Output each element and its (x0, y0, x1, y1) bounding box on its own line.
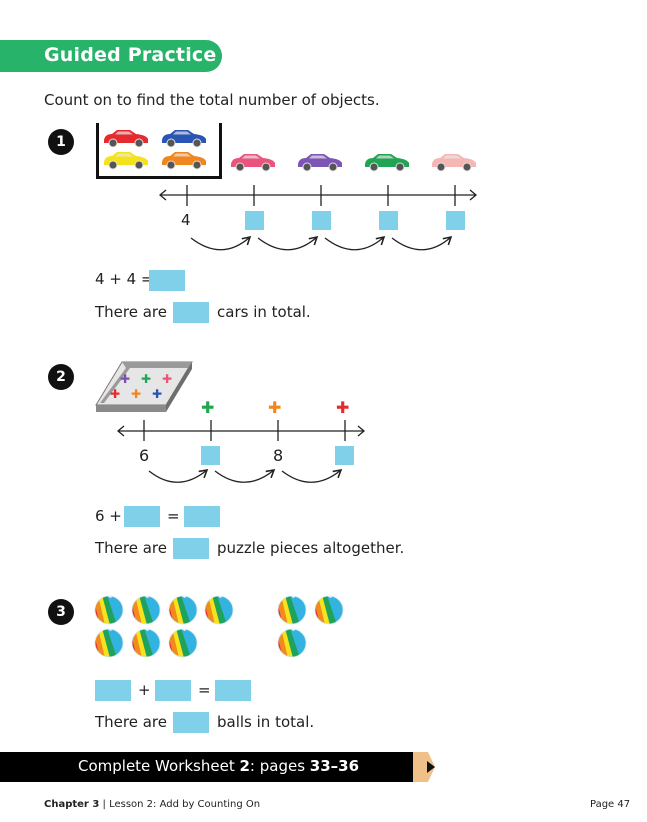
q2-total-answer-box[interactable] (173, 538, 209, 559)
number-line-1 (158, 185, 478, 251)
jump-arrow (391, 235, 453, 251)
beach-ball-icon (94, 595, 124, 625)
beach-ball-icon (131, 628, 161, 658)
q2-addend-answer-box[interactable] (124, 506, 160, 527)
puzzle-tray-icon: ✚ ✚ ✚ ✚ ✚ ✚ (95, 361, 193, 412)
svg-text:✚: ✚ (131, 387, 141, 401)
banner-title: Guided Practice (44, 44, 217, 66)
car-icon-light-pink (431, 153, 477, 172)
puzzle-piece-icon-green: ✚ (201, 398, 214, 417)
q2-equals-sign: = (167, 507, 180, 525)
number-line-1-start-label: 4 (181, 211, 191, 229)
q1-total-answer-box[interactable] (173, 302, 209, 323)
jump-arrow (148, 468, 209, 483)
jump-arrow (214, 468, 276, 483)
jump-arrow (281, 468, 343, 483)
number-line-2-answer-box[interactable] (335, 446, 354, 465)
q3-sum-answer-box[interactable] (215, 680, 251, 701)
footer-chapter: Chapter 3 (44, 799, 100, 810)
q3-equals-sign: = (198, 681, 211, 699)
number-line-1-answer-box[interactable] (312, 211, 331, 230)
instruction-text: Count on to find the total number of obj… (44, 91, 380, 109)
q1-sentence-after: cars in total. (217, 303, 311, 321)
pencil-lead-icon (427, 761, 435, 773)
car-icon-blue (161, 129, 207, 148)
puzzle-piece-icon-orange: ✚ (268, 398, 281, 417)
footer-page-number: Page 47 (590, 799, 631, 810)
number-line-1-answer-box[interactable] (245, 211, 264, 230)
beach-ball-icon (314, 595, 344, 625)
beach-ball-icon (168, 595, 198, 625)
number-line-1-answer-box[interactable] (446, 211, 465, 230)
question-number-2: 2 (48, 364, 74, 390)
car-icon-yellow (103, 151, 149, 170)
ball-group-a (94, 595, 234, 658)
q1-equation-text: 4 + 4 = (95, 270, 154, 288)
footer-lesson: Lesson 2: Add by Counting On (109, 799, 261, 810)
beach-ball-icon (168, 628, 198, 658)
jump-arrow (257, 235, 319, 251)
beach-ball-icon (94, 628, 124, 658)
q3-sentence-after: balls in total. (217, 713, 315, 731)
worksheet-prefix: Complete Worksheet (78, 757, 240, 775)
car-icon-orange (161, 151, 207, 170)
number-line-2-label-6: 6 (139, 446, 150, 465)
q1-sum-answer-box[interactable] (149, 270, 185, 291)
q3-plus-sign: + (138, 681, 151, 699)
q3-addend-b-answer-box[interactable] (155, 680, 191, 701)
beach-ball-icon (204, 595, 234, 625)
car-icon-green (364, 153, 410, 172)
parking-box (96, 123, 222, 179)
car-icon-purple (297, 153, 343, 172)
question-number-3: 3 (48, 599, 74, 625)
pencil-tip-icon (413, 752, 435, 782)
jump-arrow (190, 235, 252, 251)
puzzle-piece-icon-red: ✚ (336, 398, 349, 417)
jump-arrow (324, 235, 386, 251)
number-line-1-answer-box[interactable] (379, 211, 398, 230)
ball-group-b (277, 595, 344, 658)
worksheet-number: 2 (239, 757, 250, 775)
number-line-2 (116, 420, 366, 483)
footer-separator: | (102, 799, 106, 810)
footer-chapter-lesson: Chapter 3 | Lesson 2: Add by Counting On (44, 799, 260, 810)
q2-equation-left: 6 + (95, 507, 122, 525)
q2-sum-answer-box[interactable] (184, 506, 220, 527)
car-icon-red (103, 129, 149, 148)
worksheet-pages-label: : pages (249, 757, 310, 775)
q3-addend-a-answer-box[interactable] (95, 680, 131, 701)
svg-text:✚: ✚ (162, 372, 172, 386)
number-line-2-answer-box[interactable] (201, 446, 220, 465)
guided-practice-banner (0, 40, 222, 72)
beach-ball-icon (277, 595, 307, 625)
car-icon-pink (230, 153, 276, 172)
number-line-2-label-8: 8 (273, 446, 284, 465)
svg-text:✚: ✚ (120, 372, 130, 386)
beach-ball-icon (277, 628, 307, 658)
worksheet-reference[interactable]: Complete Worksheet 2: pages 33–36 (78, 757, 359, 775)
q1-sentence-before: There are (95, 303, 167, 321)
q2-sentence-before: There are (95, 539, 167, 557)
q3-sentence-before: There are (95, 713, 167, 731)
worksheet-pencil-bar (0, 752, 413, 782)
question-number-1: 1 (48, 129, 74, 155)
worksheet-pages: 33–36 (309, 757, 360, 775)
svg-text:✚: ✚ (141, 372, 151, 386)
q2-sentence-after: puzzle pieces altogether. (217, 539, 405, 557)
svg-text:✚: ✚ (152, 387, 162, 401)
q3-total-answer-box[interactable] (173, 712, 209, 733)
svg-text:✚: ✚ (110, 387, 120, 401)
beach-ball-icon (131, 595, 161, 625)
